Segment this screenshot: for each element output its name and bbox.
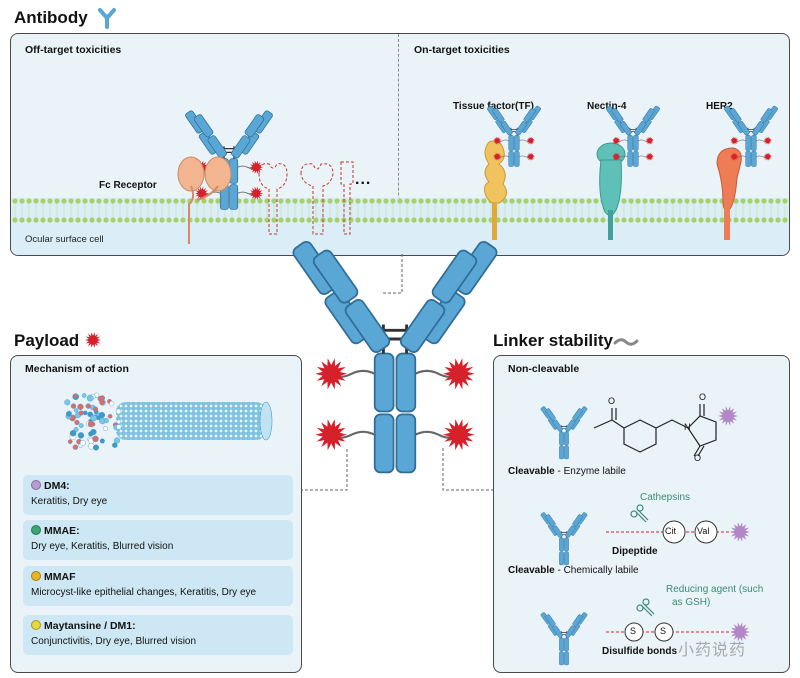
mmaf-dot-icon xyxy=(31,571,41,581)
cathepsins-label: Cathepsins xyxy=(640,492,691,503)
ocular-surface-cell-label: Ocular surface cell xyxy=(25,234,104,245)
imide-n-label: N xyxy=(684,422,691,432)
connector-lines xyxy=(300,254,494,491)
payload-card-mmaf: MMAF Microcyst-like epithelial changes, … xyxy=(23,566,293,606)
non-cleavable-label: Non-cleavable xyxy=(508,363,580,375)
payload-starburst-icon xyxy=(83,330,103,355)
dm4-desc: Keratitis, Dry eye xyxy=(31,496,108,507)
target-nectin4-label: Nectin-4 xyxy=(587,101,627,112)
fc-receptor-shape xyxy=(177,156,232,244)
linker-payload-star-3 xyxy=(730,622,750,642)
imide-o-top-label: O xyxy=(699,392,707,402)
chemically-labile-label: Cleavable - Chemically labile xyxy=(508,565,639,576)
dm4-dot-icon xyxy=(31,480,41,490)
mini-antibody-2 xyxy=(540,512,588,566)
chemical-cleavable-bold: Cleavable xyxy=(508,565,555,576)
cell-membrane xyxy=(11,198,789,255)
ellipsis: ... xyxy=(355,171,372,188)
adc-on-her2 xyxy=(724,105,778,167)
payload-card-mmae: MMAE: Dry eye, Keratitis, Blurred vision xyxy=(23,520,293,560)
antibody-icon xyxy=(96,8,118,33)
mmae-dot-icon xyxy=(31,525,41,535)
adc-on-tf xyxy=(487,105,541,167)
dm4-name: DM4: xyxy=(44,480,70,492)
adc-on-nectin4 xyxy=(606,105,660,167)
dm1-dot-icon xyxy=(31,620,41,630)
chemically-labile-text: - Chemically labile xyxy=(554,565,639,576)
payload-card-dm4: DM4: Keratitis, Dry eye xyxy=(23,475,293,515)
tissue-factor-shape xyxy=(483,140,507,240)
linker-payload-star-2 xyxy=(730,522,750,542)
disulfide-linker xyxy=(606,622,740,642)
watermark-text: 小药说药 xyxy=(678,642,747,659)
on-target-heading: On-target toxicities xyxy=(414,44,510,56)
microtubule-illustration xyxy=(64,392,273,451)
linker-payload-star-1 xyxy=(718,406,738,426)
disulfide-bonds-label: Disulfide bonds xyxy=(602,646,677,657)
other-receptors-outline xyxy=(258,161,354,235)
mini-antibody-1 xyxy=(540,406,588,460)
payload-card-dm1: Maytansine / DM1: Conjunctivitis, Dry ey… xyxy=(23,615,293,655)
val-label: Val xyxy=(697,526,710,536)
dipeptide-linker xyxy=(606,520,740,544)
enzyme-cleavable-bold: Cleavable xyxy=(508,466,555,477)
mmaf-name: MMAF xyxy=(44,571,76,583)
reducing-agent-line1: Reducing agent (such xyxy=(666,584,764,595)
payload-title: Payload xyxy=(14,331,80,350)
imide-o-bottom-label: O xyxy=(694,453,702,463)
reducing-agent-line2: as GSH) xyxy=(672,597,711,608)
scissors-icon xyxy=(630,504,649,523)
sulfur-1-label: S xyxy=(630,626,637,636)
cit-label: Cit xyxy=(665,526,676,536)
mmaf-desc: Microcyst-like epithelial changes, Kerat… xyxy=(31,587,257,598)
sulfur-2-label: S xyxy=(660,626,667,636)
off-target-heading: Off-target toxicities xyxy=(25,44,122,56)
mechanism-of-action-label: Mechanism of action xyxy=(25,363,129,375)
panel-divider xyxy=(398,34,399,255)
antibody-title: Antibody xyxy=(14,8,88,27)
scissors-icon-2 xyxy=(636,598,655,617)
carbonyl-o-label: O xyxy=(608,396,616,406)
target-tissue-factor-label: Tissue factor(TF) xyxy=(453,101,534,112)
linker-title: Linker stability xyxy=(493,331,613,350)
target-her2-label: HER2 xyxy=(706,101,733,112)
nectin4-shape xyxy=(596,142,626,240)
linker-panel: Non-cleavable xyxy=(493,355,790,673)
antibody-panel: Off-target toxicities On-target toxiciti… xyxy=(10,33,790,256)
linker-wave-icon xyxy=(613,335,639,353)
smcc-linker-structure xyxy=(593,404,717,457)
mmae-name: MMAE: xyxy=(44,525,80,537)
dipeptide-label: Dipeptide xyxy=(612,546,658,557)
dm1-name: Maytansine / DM1: xyxy=(44,620,136,632)
fc-receptor-label: Fc Receptor xyxy=(99,180,157,191)
enzyme-labile-text: - Enzyme labile xyxy=(554,466,626,477)
payload-panel: Mechanism of action DM4: Keratitis, Dry … xyxy=(10,355,302,673)
enzyme-labile-label: Cleavable - Enzyme labile xyxy=(508,466,626,477)
mini-antibody-3 xyxy=(540,612,588,666)
mmae-desc: Dry eye, Keratitis, Blurred vision xyxy=(31,541,174,552)
her2-shape xyxy=(716,147,742,240)
dm1-desc: Conjunctivitis, Dry eye, Blurred vision xyxy=(31,636,197,647)
